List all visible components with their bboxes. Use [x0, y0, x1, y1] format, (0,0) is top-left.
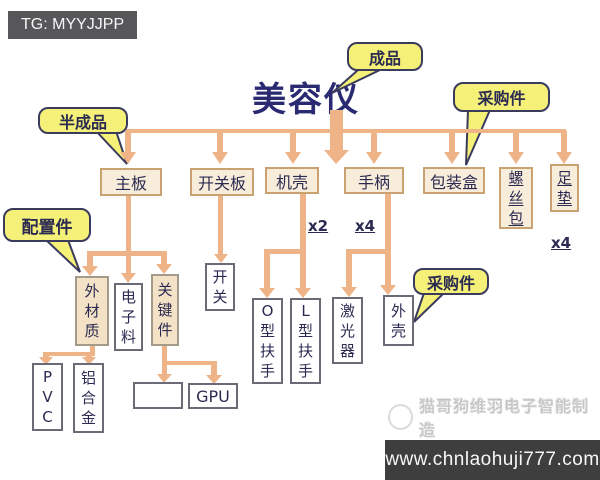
watermark-text: 猫哥狗维羽电子智能制造 [419, 397, 590, 440]
node-packing-box: 包装盒 [423, 167, 485, 194]
telegram-tag-bar: TG: MYYJJPP [8, 11, 137, 39]
qty-handle: x4 [355, 217, 376, 235]
node-mainboard: 主板 [100, 168, 162, 196]
website-url-text: www.chnlaohuji777.com [385, 449, 600, 470]
node-unlabeled [133, 382, 183, 409]
node-l-armrest: L型扶手 [290, 298, 321, 384]
cat-face-icon [388, 404, 414, 430]
telegram-tag-text: TG: MYYJJPP [21, 16, 125, 33]
callout-tails [43, 67, 492, 323]
node-foot-pad: 足垫 [550, 164, 579, 212]
callout-finished-product: 成品 [347, 42, 423, 71]
callout-purchased-parts-top: 采购件 [453, 82, 550, 112]
node-aluminum: 铝合金 [73, 363, 104, 433]
node-electronics: 电子料 [114, 283, 143, 351]
node-outer-material: 外材质 [75, 276, 109, 346]
callout-semi-finished: 半成品 [38, 107, 128, 134]
node-laser: 激光器 [332, 297, 363, 364]
node-screw-pack: 螺丝包 [499, 167, 533, 229]
node-pvc: PVC [32, 363, 63, 431]
node-o-armrest: O型扶手 [252, 298, 283, 384]
node-key-parts: 关键件 [151, 274, 179, 346]
qty-case: x2 [308, 217, 329, 235]
node-case: 机壳 [265, 167, 319, 194]
tree-connectors [39, 110, 572, 384]
qty-foot-pad: x4 [551, 234, 572, 252]
node-switch: 开关 [205, 263, 235, 311]
website-url-bar: www.chnlaohuji777.com [385, 440, 600, 480]
node-switch-board: 开关板 [190, 168, 254, 196]
callout-config-parts: 配置件 [3, 208, 91, 242]
node-gpu: GPU [188, 383, 238, 409]
node-handle: 手柄 [344, 167, 404, 194]
watermark: 猫哥狗维羽电子智能制造 [388, 393, 600, 441]
callout-purchased-parts-right: 采购件 [413, 268, 489, 295]
node-shell: 外壳 [383, 295, 414, 346]
